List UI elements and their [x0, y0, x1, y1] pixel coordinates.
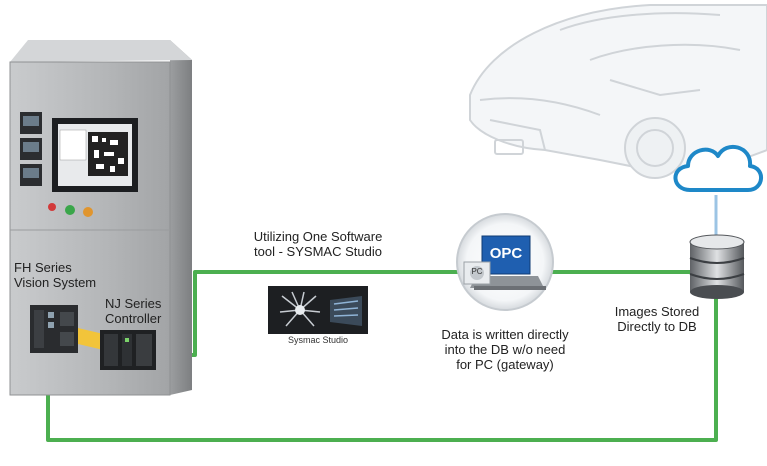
fh-series-label: FH Series Vision System [14, 260, 97, 290]
fh-vision-system-device [30, 305, 78, 353]
database-icon [689, 234, 745, 299]
network-line-bottom [46, 290, 718, 442]
opc-gateway-device [456, 213, 554, 311]
nj-series-controller-device [100, 330, 156, 370]
sysmac-studio-image [268, 286, 368, 346]
software-tool-label: Utilizing One Software tool - SYSMAC Stu… [253, 229, 383, 259]
nj-series-label: NJ Series Controller [105, 296, 162, 326]
opc-label: OPC [489, 245, 523, 262]
images-stored-label: Images Stored Directly to DB [614, 304, 700, 334]
car-illustration [469, 4, 767, 179]
opc-sub-label: PC [471, 267, 483, 276]
data-written-label: Data is written directly into the DB w/o… [441, 327, 569, 372]
sysmac-studio-caption: Sysmac Studio [287, 335, 349, 345]
cloud-icon [673, 145, 763, 192]
